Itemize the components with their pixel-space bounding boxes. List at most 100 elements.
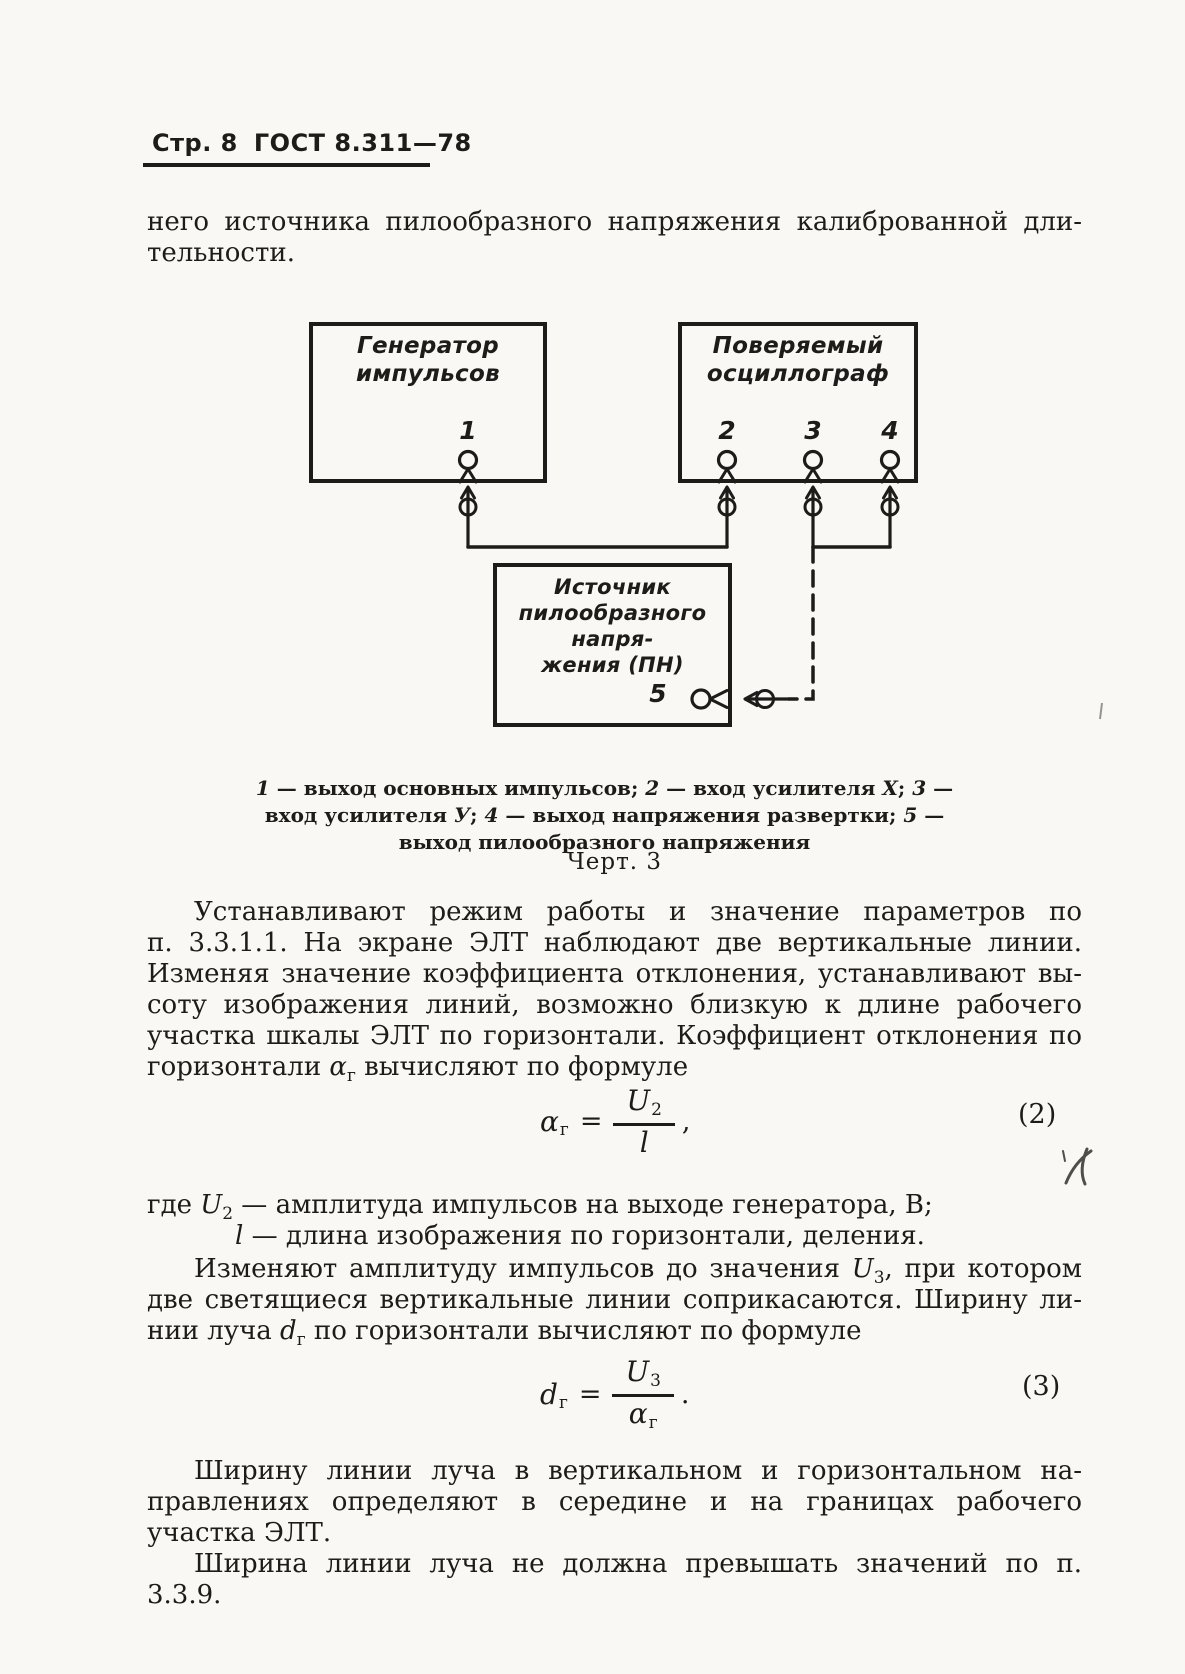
text-segment: 4 — [484, 803, 499, 827]
sawtooth-source-box: Источник пилообразного напря- жения (ПН) — [493, 563, 732, 727]
text-segment: У — [453, 803, 471, 827]
equals-sign: = — [579, 1106, 603, 1137]
text-segment: правлениях определяют в середине и на гр… — [147, 1487, 1082, 1517]
text-line: две светящиеся вертикальные линии соприк… — [147, 1285, 1082, 1316]
formula3-punctuation: . — [680, 1379, 690, 1410]
text-segment: соту изображения линий, возможно близкую… — [147, 990, 1082, 1020]
text-line: Устанавливают режим работы и значение па… — [147, 897, 1082, 928]
text-line: нии луча dг по горизонтали вычисляют по … — [147, 1316, 1082, 1350]
text-segment: 5 — [903, 803, 918, 827]
generator-box: Генератор импульсов — [309, 322, 547, 483]
text-segment: d — [280, 1316, 297, 1346]
text-line: выход пилообразного напряжения — [232, 829, 977, 856]
plug-icon-terminal-5 — [743, 689, 791, 709]
text-line: тельности. — [147, 238, 1082, 269]
text-segment: г — [346, 1066, 356, 1086]
text-segment: тельности. — [147, 238, 295, 268]
text-line: вход усилителя У; 4 — выход напряжения р… — [232, 802, 977, 829]
formula2-numerator-base: U — [626, 1083, 651, 1117]
text-segment: участка ЭЛТ. — [147, 1518, 332, 1548]
text-segment: — — [917, 803, 945, 827]
text-segment: Изменяют амплитуду импульсов до значения — [194, 1254, 852, 1284]
generator-box-label-line2: импульсов — [356, 361, 500, 387]
formula3-lhs: d — [540, 1378, 558, 1411]
plug-icon-terminal-1 — [458, 485, 478, 549]
ink-mark-artifact — [1062, 1147, 1093, 1186]
text-segment: г — [296, 1330, 306, 1350]
formula2-legend: где U2 — амплитуда импульсов на выходе г… — [147, 1190, 1082, 1252]
source-box-label-line1: Источник — [554, 575, 671, 599]
text-segment: вход усилителя — [264, 803, 454, 827]
text-line: l — длина изображения по горизонтали, де… — [147, 1221, 1082, 1252]
formula2-denominator-base: l — [639, 1125, 649, 1159]
formula3-lhs-subscript: г — [558, 1393, 568, 1413]
source-box-label-line2: пилообразного напря- — [518, 601, 707, 651]
scan-speck-artifact — [1099, 702, 1103, 720]
text-segment: по горизонтали вычисляют по формуле — [305, 1316, 862, 1346]
text-line: п. 3.3.1.1. На экране ЭЛТ наблюдают две … — [147, 928, 1082, 959]
text-line: участка шкалы ЭЛТ по горизонтали. Коэффи… — [147, 1021, 1082, 1052]
text-segment: — вход усилителя — [659, 776, 883, 800]
text-segment: вычисляют по формуле — [355, 1052, 689, 1082]
terminal-1-label: 1 — [459, 416, 477, 445]
oscilloscope-box-label-line2: осциллограф — [706, 361, 890, 387]
plug-icon-terminal-4 — [880, 485, 900, 549]
text-segment: U — [200, 1190, 223, 1220]
text-line: него источника пилообразного напряжения … — [147, 207, 1082, 238]
text-segment: него источника пилообразного напряжения … — [147, 207, 1082, 237]
paragraph-beam-width-limit: Ширина линии луча не должна превышать зн… — [147, 1549, 1082, 1610]
text-line: правлениях определяют в середине и на гр… — [147, 1487, 1082, 1518]
formula2-lhs-subscript: г — [559, 1120, 569, 1140]
formula2-punctuation: , — [681, 1106, 691, 1137]
text-line: горизонтали αг вычисляют по формуле — [147, 1052, 1082, 1086]
figure-label: Черт. 3 — [566, 849, 663, 875]
text-segment: — длина изображения по горизонтали, деле… — [243, 1221, 925, 1251]
plug-icon-terminal-2 — [717, 485, 737, 549]
source-box-label-line3: жения (ПН) — [541, 653, 684, 677]
text-segment: две светящиеся вертикальные линии соприк… — [147, 1285, 1082, 1315]
formula2-fraction: U2 l — [613, 1083, 675, 1159]
formula3-numerator-base: U — [625, 1355, 650, 1388]
text-line: Ширину линии луча в вертикальном и гориз… — [147, 1456, 1082, 1487]
formula3-numerator-subscript: 3 — [650, 1371, 661, 1391]
equals-sign: = — [578, 1379, 602, 1410]
formula2-number: (2) — [1018, 1099, 1057, 1130]
formula3-fraction: U3 αг — [612, 1355, 674, 1433]
text-segment: горизонтали — [147, 1052, 330, 1082]
dashed-wire-to-source — [787, 545, 815, 701]
terminal-3-label: 3 — [804, 416, 822, 445]
text-segment: где — [147, 1190, 201, 1220]
formula3-denominator-subscript: г — [648, 1413, 658, 1433]
text-segment: нии луча — [147, 1316, 281, 1346]
page-number-label: Стр. 8 — [152, 129, 238, 157]
header-rule — [143, 163, 430, 167]
text-line: соту изображения линий, возможно близкую… — [147, 990, 1082, 1021]
formula3-numerator: U3 — [612, 1355, 674, 1397]
formula2-lhs: α — [540, 1105, 559, 1138]
text-segment: выход пилообразного напряжения — [398, 830, 811, 854]
terminal-2-label: 2 — [718, 416, 736, 445]
intro-paragraph: него источника пилообразного напряжения … — [147, 207, 1082, 269]
text-line: где U2 — амплитуда импульсов на выходе г… — [147, 1190, 1082, 1224]
text-segment: l — [235, 1221, 244, 1251]
formula3-number: (3) — [1022, 1371, 1061, 1402]
paragraph-setup-procedure: Устанавливают режим работы и значение па… — [147, 897, 1082, 1086]
text-segment: участка шкалы ЭЛТ по горизонтали. Коэффи… — [147, 1021, 1082, 1051]
text-segment: U — [851, 1254, 874, 1284]
text-segment: Изменяя значение коэффициента отклонения… — [147, 959, 1082, 989]
text-segment: 3 — [912, 776, 927, 800]
text-segment: X — [882, 776, 898, 800]
text-segment: 3 — [873, 1268, 885, 1288]
paragraph-amplitude-change: Изменяют амплитуду импульсов до значения… — [147, 1254, 1082, 1350]
plug-icon-terminal-3 — [803, 485, 823, 549]
text-segment: — выход напряжения развертки; — [498, 803, 904, 827]
generator-box-label-line1: Генератор — [356, 333, 500, 359]
formula2-denominator: l — [640, 1126, 649, 1159]
text-segment: , при котором — [884, 1254, 1082, 1284]
text-line: Изменяют амплитуду импульсов до значения… — [147, 1254, 1082, 1288]
text-segment: ; — [897, 776, 913, 800]
text-segment: Устанавливают режим работы и значение па… — [194, 897, 1082, 927]
